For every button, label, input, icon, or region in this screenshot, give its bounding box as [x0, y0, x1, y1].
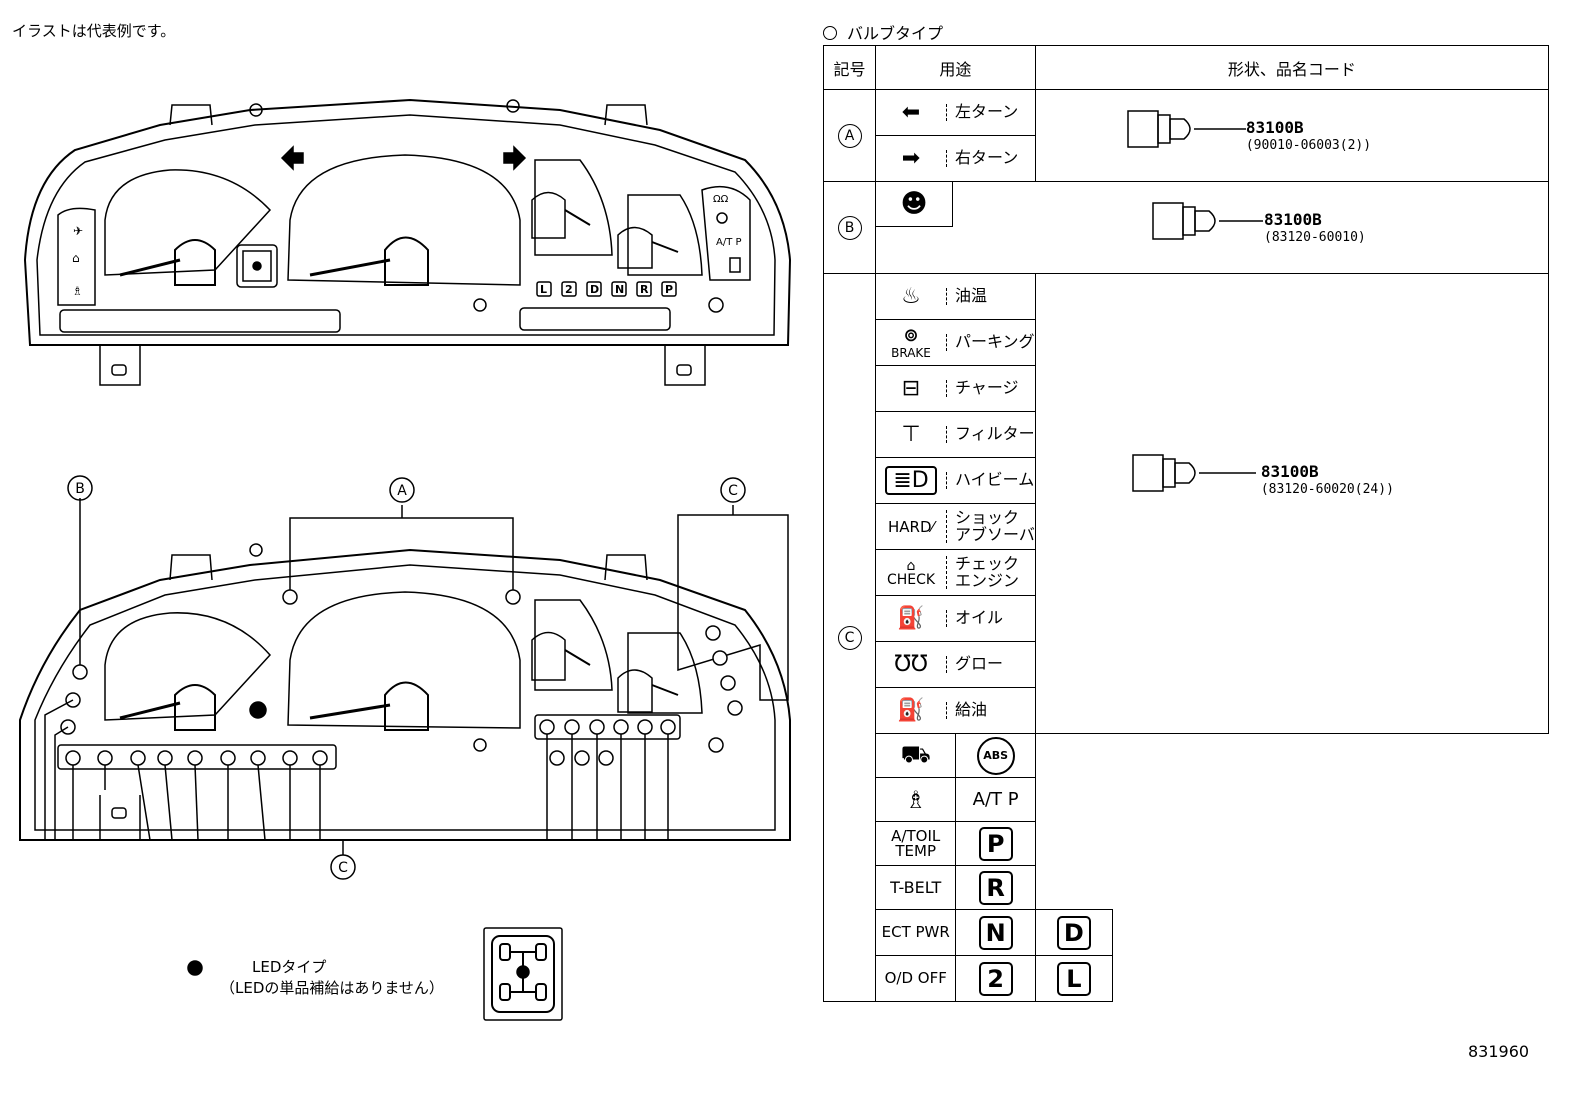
led-note-line1: LEDタイプ — [252, 958, 327, 976]
2-icon: 2 — [978, 961, 1013, 996]
n-icon: N — [978, 915, 1013, 950]
bulb-socket-icon — [1127, 110, 1246, 148]
svg-text:D: D — [590, 283, 599, 296]
glow-icon: ƱƱ — [894, 652, 928, 677]
seatbelt-icon: ♗ — [874, 777, 957, 822]
p-icon: P — [978, 826, 1013, 861]
r-icon: R — [978, 870, 1013, 905]
l-icon: L — [1056, 961, 1091, 996]
check-engine-icon: ⌂CHECK — [886, 557, 936, 588]
airbag-icon: ☻ — [876, 182, 953, 227]
svg-text:L: L — [540, 283, 547, 296]
right-arrow-icon: ➡ — [901, 146, 921, 171]
symbol-c: C — [837, 625, 862, 650]
svg-text:R: R — [640, 283, 649, 296]
bulb-circle-icon — [823, 26, 837, 40]
left-arrow-icon: ⬅ — [901, 100, 921, 125]
bulb-table: 記号 用途 形状、品名コード A ⬅左ターン 83100B (90010-060… — [823, 45, 1549, 1002]
at-oil-temp-icon: A/TOIL TEMP — [891, 826, 941, 860]
hard-shock-icon: HARD⁄ — [887, 517, 935, 536]
part-c: 83100B (83120-60020(24)) — [1034, 273, 1549, 734]
callouts — [67, 475, 746, 880]
battery-icon: ⊟ — [901, 376, 921, 401]
ect-pwr-icon: ECT PWR — [881, 923, 950, 941]
abs-icon: ABS — [976, 736, 1015, 775]
svg-text:N: N — [615, 283, 624, 296]
atp-label: A/T P — [955, 777, 1036, 822]
svg-text:✈: ✈ — [73, 224, 83, 238]
cluster-diagrams: ΩΩ A/T P ✈ ⌂ ♗ L 2 D N R P — [19, 98, 792, 1021]
callout-c: C — [728, 483, 738, 499]
figure-number: 831960 — [1468, 1042, 1530, 1061]
filter-icon: ⊤ — [901, 422, 921, 447]
header-symbol: 記号 — [823, 45, 876, 90]
glow-icon: ΩΩ — [713, 194, 729, 205]
d-icon: D — [1056, 915, 1091, 950]
od-off-icon: O/D OFF — [884, 969, 947, 987]
led-dot — [249, 701, 267, 719]
callout-c-bottom: C — [338, 860, 348, 876]
symbol-a: A — [837, 123, 862, 148]
illustration-note: イラストは代表例です。 — [12, 22, 176, 40]
led-note: LEDタイプ （LEDの単品補給はありません） — [190, 957, 444, 999]
bulb-socket-icon — [1132, 454, 1256, 492]
led-note-line2: （LEDの単品補給はありません） — [220, 979, 444, 997]
svg-text:2: 2 — [565, 283, 573, 296]
callout-b: B — [75, 481, 85, 497]
symbol-b: B — [837, 215, 862, 240]
high-beam-icon: ≣D — [876, 466, 946, 495]
bottom-cluster — [19, 498, 791, 855]
four-wd-icon — [483, 927, 563, 1021]
oil-can-icon: ⛽ — [897, 606, 925, 631]
right-arrow-icon — [503, 145, 527, 171]
bulb-socket-icon — [1152, 202, 1263, 240]
svg-text:⌂: ⌂ — [72, 251, 80, 265]
callout-a: A — [397, 483, 407, 499]
svg-text:P: P — [665, 283, 673, 296]
top-cluster: ΩΩ A/T P ✈ ⌂ ♗ L 2 D N R P — [23, 98, 792, 386]
led-legend-dot — [187, 960, 203, 976]
part-a: 83100B (90010-06003(2)) — [1034, 89, 1549, 182]
door-icon: ⛟ — [874, 733, 957, 778]
header-usage: 用途 — [875, 45, 1036, 90]
shift-indicator — [536, 281, 677, 297]
fuel-icon: ⛽ — [897, 698, 925, 723]
t-belt-icon: T-BELT — [874, 865, 957, 910]
brake-icon: ⊚BRAKE — [891, 325, 931, 360]
left-arrow-icon — [280, 145, 304, 171]
bulb-type-title: バルブタイプ — [823, 20, 943, 44]
oil-temp-icon: ♨ — [901, 284, 921, 309]
atp-label: A/T P — [716, 237, 742, 248]
svg-text:♗: ♗ — [72, 284, 83, 298]
header-shape-code: 形状、品名コード — [1034, 45, 1549, 90]
